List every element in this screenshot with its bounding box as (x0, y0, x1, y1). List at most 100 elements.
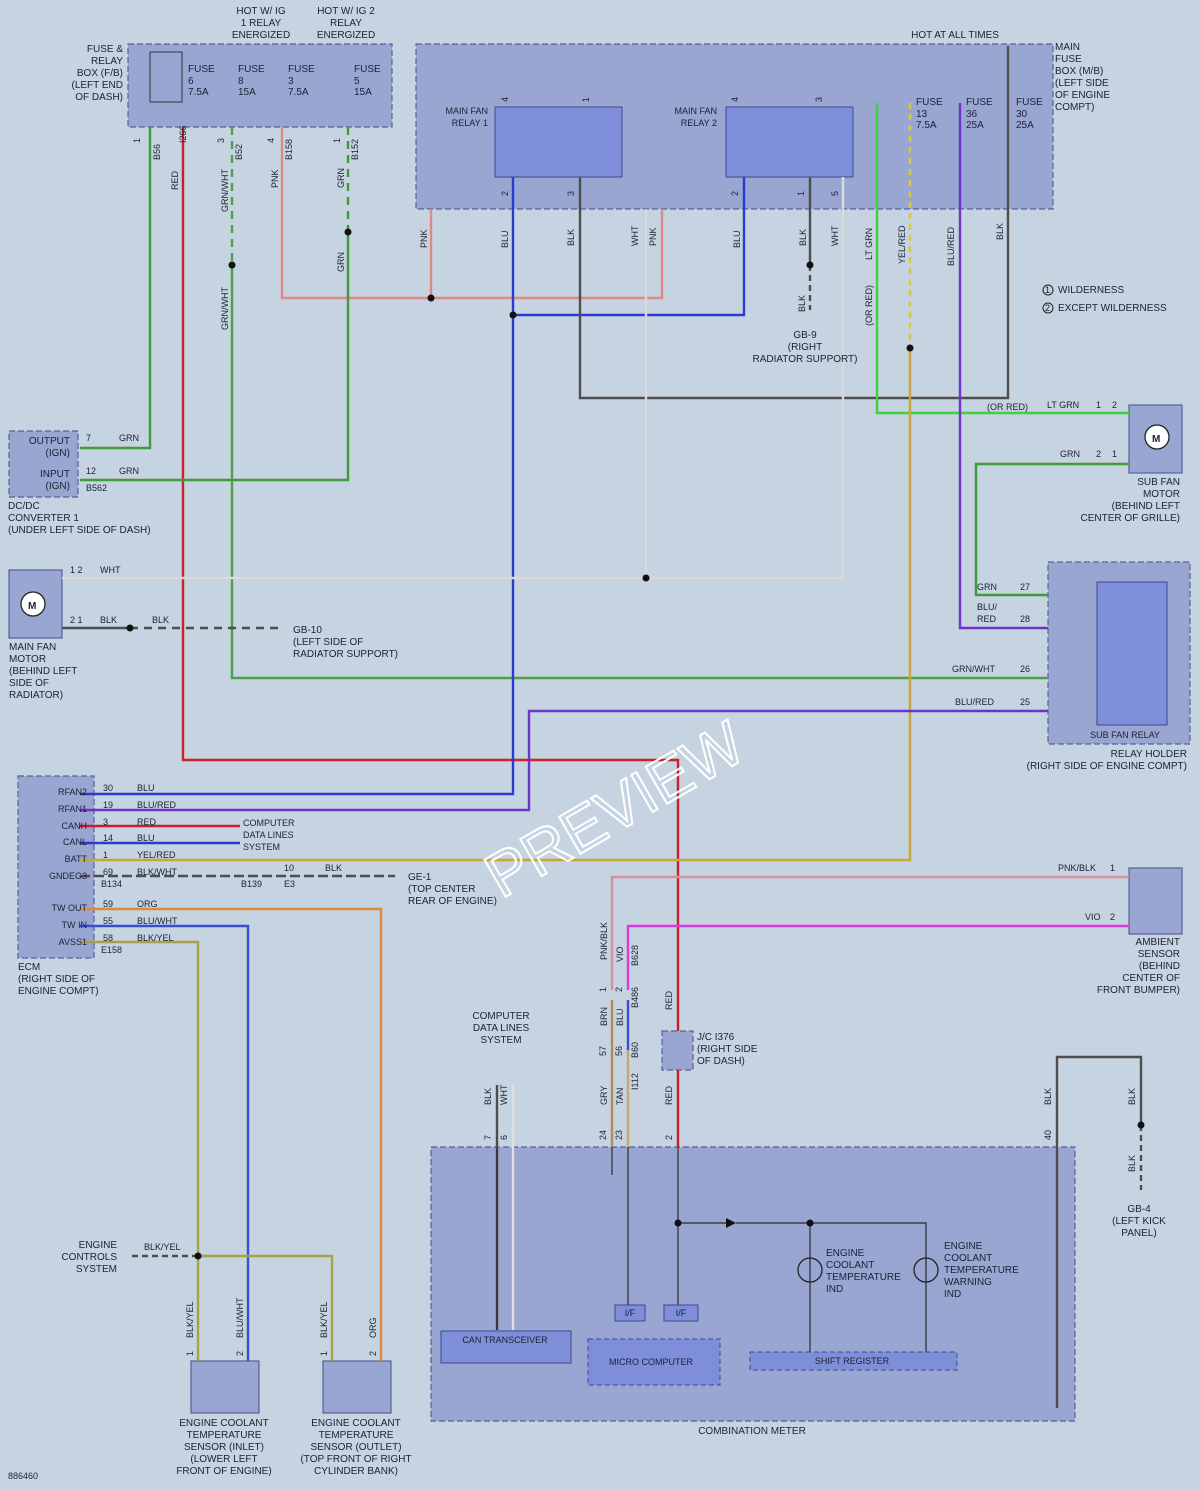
cdls-ecm-line-1: DATA LINES (243, 830, 294, 840)
meter-pin: 23 (614, 1130, 624, 1140)
ecm-conn-e158: E158 (101, 945, 122, 955)
sensor-in-name-line-0: ENGINE COOLANT (179, 1418, 268, 1429)
relay2-name-line-0: MAIN FAN (674, 106, 717, 116)
rh-grnwht: GRN/WHT (952, 664, 995, 674)
mc-vio: VIO (615, 946, 625, 962)
dcdc-in-name-line-1: (IGN) (46, 481, 70, 492)
ecm-conn-b134: B134 (101, 879, 122, 889)
mb-fuse-label: FUSE (916, 97, 943, 108)
mb-fuse-amp: 7.5A (916, 120, 937, 131)
ecs-line-2: SYSTEM (76, 1264, 117, 1275)
hot-ig1-line-2: ENERGIZED (232, 30, 290, 41)
w-red: RED (170, 170, 180, 190)
sensor-out-name-line-2: SENSOR (OUTLET) (310, 1442, 401, 1453)
combination-meter-box (430, 1146, 1076, 1422)
if-2 (663, 1304, 699, 1322)
rh-relay: SUB FAN RELAY (1090, 730, 1160, 740)
mb-name-line-4: OF ENGINE (1055, 90, 1110, 101)
gb9-line-2: RADIATOR SUPPORT) (752, 354, 857, 365)
sensor-out-name-line-1: TEMPERATURE (319, 1430, 394, 1441)
relay1-pin: 1 (581, 97, 591, 102)
ecm-pin-num: 1 (103, 850, 108, 860)
w-blk-gb9: BLK (797, 295, 807, 312)
meter-pin: 24 (598, 1130, 608, 1140)
fb-pin: I266 (178, 125, 188, 143)
mc-pnkblk: PNK/BLK (599, 922, 609, 960)
meter-if-1: I/F (625, 1308, 636, 1318)
ecm-pin-num: 3 (103, 817, 108, 827)
mb-fuse-num: 36 (966, 109, 978, 120)
jc-name-line-0: J/C I376 (697, 1032, 735, 1043)
fb-name-line-3: (LEFT END (72, 80, 124, 91)
ecm-pin-wire: YEL/RED (137, 850, 176, 860)
rh-blured-top: BLU/ (977, 602, 998, 612)
mc-red-2: RED (664, 1085, 674, 1105)
ecm-pin-num: 58 (103, 933, 113, 943)
wire-lt-grn (875, 103, 1129, 415)
mb-fuse-label: FUSE (1016, 97, 1043, 108)
relay2-body (725, 106, 854, 178)
ecm-pin-name: CANH (61, 821, 87, 831)
rh-grn: GRN (977, 582, 997, 592)
svg-text:M: M (28, 601, 36, 612)
wire-yel-red-2 (80, 348, 912, 862)
meter-shift: SHIFT REGISTER (815, 1356, 890, 1366)
jc-box (661, 1030, 694, 1071)
dcdc-in-wire: GRN (119, 466, 139, 476)
ecm-pin-name: TW OUT (52, 903, 88, 913)
lamp-icon-1 (797, 1257, 823, 1283)
mb-name-line-5: COMPT) (1055, 102, 1094, 113)
legend-marker-2 (1042, 302, 1054, 314)
main-fan-name-line-0: MAIN FAN (9, 642, 56, 653)
sub-fan-ltgrn: LT GRN (1047, 400, 1079, 410)
sensor-out-name-line-4: CYLINDER BANK) (314, 1466, 398, 1477)
gb4-blk-2: BLK (1127, 1088, 1137, 1105)
mc-p57: 57 (598, 1046, 608, 1056)
mb-fuse-box (415, 43, 1054, 210)
ecm-pin-wire: ORG (137, 899, 158, 909)
main-fan-name-line-2: (BEHIND LEFT (9, 666, 77, 677)
fb-fuse-label: FUSE (188, 64, 215, 75)
ecs-line-1: CONTROLS (61, 1252, 117, 1263)
meter-if-2: I/F (676, 1308, 687, 1318)
legend-w2: EXCEPT WILDERNESS (1058, 303, 1167, 314)
ecs-line-0: ENGINE (79, 1240, 118, 1251)
amb-pnkblk: PNK/BLK (1058, 863, 1096, 873)
cdls-meter-line-0: COMPUTER (472, 1011, 529, 1022)
gb4-blk-3: BLK (1127, 1155, 1137, 1172)
amb-name-line-2: (BEHIND (1139, 961, 1180, 972)
w-grnwht-2: GRN/WHT (220, 287, 230, 330)
legend-m2: 2 (1045, 303, 1050, 313)
so-p1: 1 (319, 1351, 329, 1356)
sensor-out-name-line-3: (TOP FRONT OF RIGHT (300, 1454, 411, 1465)
fb-fuse-label: FUSE (354, 64, 381, 75)
cdls-meter-line-2: SYSTEM (480, 1035, 521, 1046)
wire-blk-yel (80, 940, 200, 1361)
ecm-e3-pin: 10 (284, 863, 294, 873)
hot-ig2-line-1: RELAY (330, 18, 362, 29)
w-grn-2: GRN (336, 252, 346, 272)
relay2-pin: 1 (796, 191, 806, 196)
si-p2: 2 (235, 1351, 245, 1356)
mc-p1: 1 (598, 987, 608, 992)
main-fan-name-line-4: RADIATOR) (9, 690, 63, 701)
ecm-pin-wire: RED (137, 817, 157, 827)
sub-fan-p4: 1 (1112, 449, 1117, 459)
main-fan-blk-2: BLK (152, 615, 169, 625)
fb-fuse-label: FUSE (288, 64, 315, 75)
sub-fan-relay-body (1096, 581, 1168, 726)
mc-brn: BRN (599, 1007, 609, 1026)
wire-grn-wht-2 (230, 265, 1048, 680)
legend-marker-1 (1042, 284, 1054, 296)
ecm-pin-num: 19 (103, 800, 113, 810)
ecm-pin-num: 59 (103, 899, 113, 909)
mb-name-line-1: FUSE (1055, 54, 1082, 65)
relay2-pin: 5 (830, 191, 840, 196)
relay2-pin: 4 (730, 97, 740, 102)
jc-name-line-2: OF DASH) (697, 1056, 745, 1067)
wire-grn-b152-2 (80, 232, 350, 482)
fb-fuse-num: 8 (238, 76, 244, 87)
meter-pin: 2 (664, 1135, 674, 1140)
shift-register-body (749, 1351, 958, 1371)
w-blk-3: BLK (995, 223, 1005, 240)
